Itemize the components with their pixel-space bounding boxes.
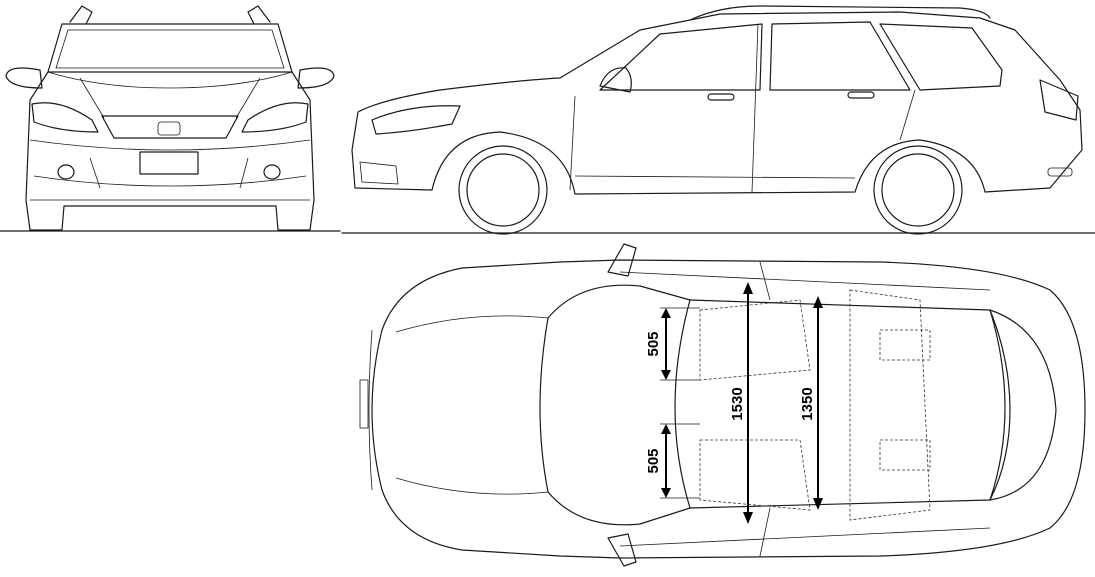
side-front-window — [599, 23, 763, 91]
front-windshield — [47, 23, 293, 73]
front-right-fog-light — [263, 164, 281, 180]
top-left-mirror — [607, 243, 637, 277]
dim-label-front-seat-lower: 505 — [645, 448, 662, 473]
top-rear-window — [989, 309, 1057, 501]
front-right-mirror — [297, 67, 335, 89]
brand-badge — [157, 121, 181, 136]
front-left-mirror — [5, 67, 43, 89]
license-plate — [139, 151, 199, 175]
side-body — [351, 11, 1083, 195]
front-left-fog-light — [57, 164, 75, 180]
top-right-mirror — [607, 533, 637, 567]
side-quarter-window — [879, 23, 1003, 91]
front-view — [0, 5, 341, 232]
side-headlight — [371, 105, 461, 135]
top-view — [359, 243, 1086, 567]
side-tail-light — [1039, 79, 1079, 121]
side-front-wheel — [458, 145, 548, 235]
side-mirror — [599, 67, 632, 93]
side-rear-wheel — [873, 145, 963, 235]
side-rear-window — [769, 21, 911, 91]
dim-label-cabin-width-rear: 1350 — [799, 387, 816, 420]
front-body — [25, 71, 315, 231]
side-view — [341, 5, 1095, 235]
top-body — [371, 259, 1086, 559]
top-roof — [689, 299, 1011, 509]
front-grille — [101, 115, 239, 139]
dim-label-cabin-width-front: 1530 — [729, 387, 746, 420]
front-right-headlight — [241, 102, 309, 133]
dim-label-front-seat-upper: 505 — [645, 331, 662, 356]
dimension-annotations: 505 505 1530 1350 — [645, 282, 823, 524]
front-left-headlight — [31, 102, 99, 133]
